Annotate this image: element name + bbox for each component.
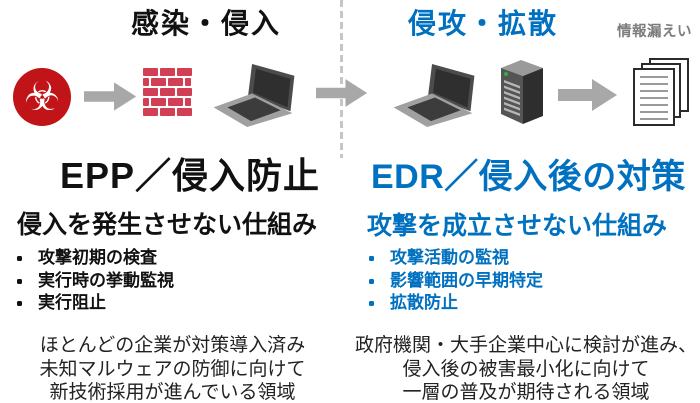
biohazard-glyph: ☣ — [24, 74, 60, 120]
epp-bullet-list: 攻撃初期の検査 実行時の挙動監視 実行阻止 — [0, 247, 174, 315]
laptop-icon — [213, 63, 295, 128]
edr-description: 政府機関・大手企業中心に検討が進み、 侵入後の被害最小化に向けて 一層の普及が期… — [352, 334, 700, 403]
firewall-brick-icon — [143, 68, 195, 118]
epp-description-line: 新技術採用が進んでいる領域 — [49, 382, 296, 403]
server-icon — [501, 60, 543, 124]
phase-label-spread: 侵攻・拡散 — [408, 8, 559, 39]
edr-bullet-item: 拡散防止 — [352, 292, 543, 315]
edr-description-line: 一層の普及が期待される領域 — [402, 382, 650, 403]
epp-subtitle: 侵入を発生させない仕組み — [17, 211, 318, 239]
edr-title: EDR／侵入後の対策 — [371, 158, 686, 196]
arrow-right-icon — [84, 82, 137, 111]
phase-divider-line — [340, 0, 343, 158]
edr-description-line: 政府機関・大手企業中心に検討が進み、 — [354, 335, 697, 356]
edr-description-line: 侵入後の被害最小化に向けて — [402, 358, 650, 380]
documents-icon — [633, 58, 689, 126]
epp-description-line: 未知マルウェアの防御に向けて — [39, 358, 306, 380]
epp-bullet-item: 実行阻止 — [0, 292, 174, 315]
label-information-leak: 情報漏えい — [617, 24, 692, 40]
epp-bullet-item: 攻撃初期の検査 — [0, 247, 174, 270]
edr-bullet-item: 影響範囲の早期特定 — [352, 270, 543, 293]
arrow-right-icon — [558, 79, 617, 111]
biohazard-icon: ☣ — [13, 68, 71, 126]
epp-description-line: ほとんどの企業が対策導入済み — [39, 335, 306, 356]
edr-bullet-list: 攻撃活動の監視 影響範囲の早期特定 拡散防止 — [352, 247, 543, 315]
epp-description: ほとんどの企業が対策導入済み 未知マルウェアの防御に向けて 新技術採用が進んでい… — [0, 334, 345, 403]
arrow-right-icon — [316, 79, 368, 107]
phase-label-infection: 感染・侵入 — [131, 8, 282, 39]
epp-bullet-item: 実行時の挙動監視 — [0, 270, 174, 293]
edr-bullet-item: 攻撃活動の監視 — [352, 247, 543, 270]
epp-title: EPP／侵入防止 — [60, 155, 321, 196]
laptop-icon — [393, 63, 475, 128]
edr-subtitle: 攻撃を成立させない仕組み — [367, 212, 668, 240]
